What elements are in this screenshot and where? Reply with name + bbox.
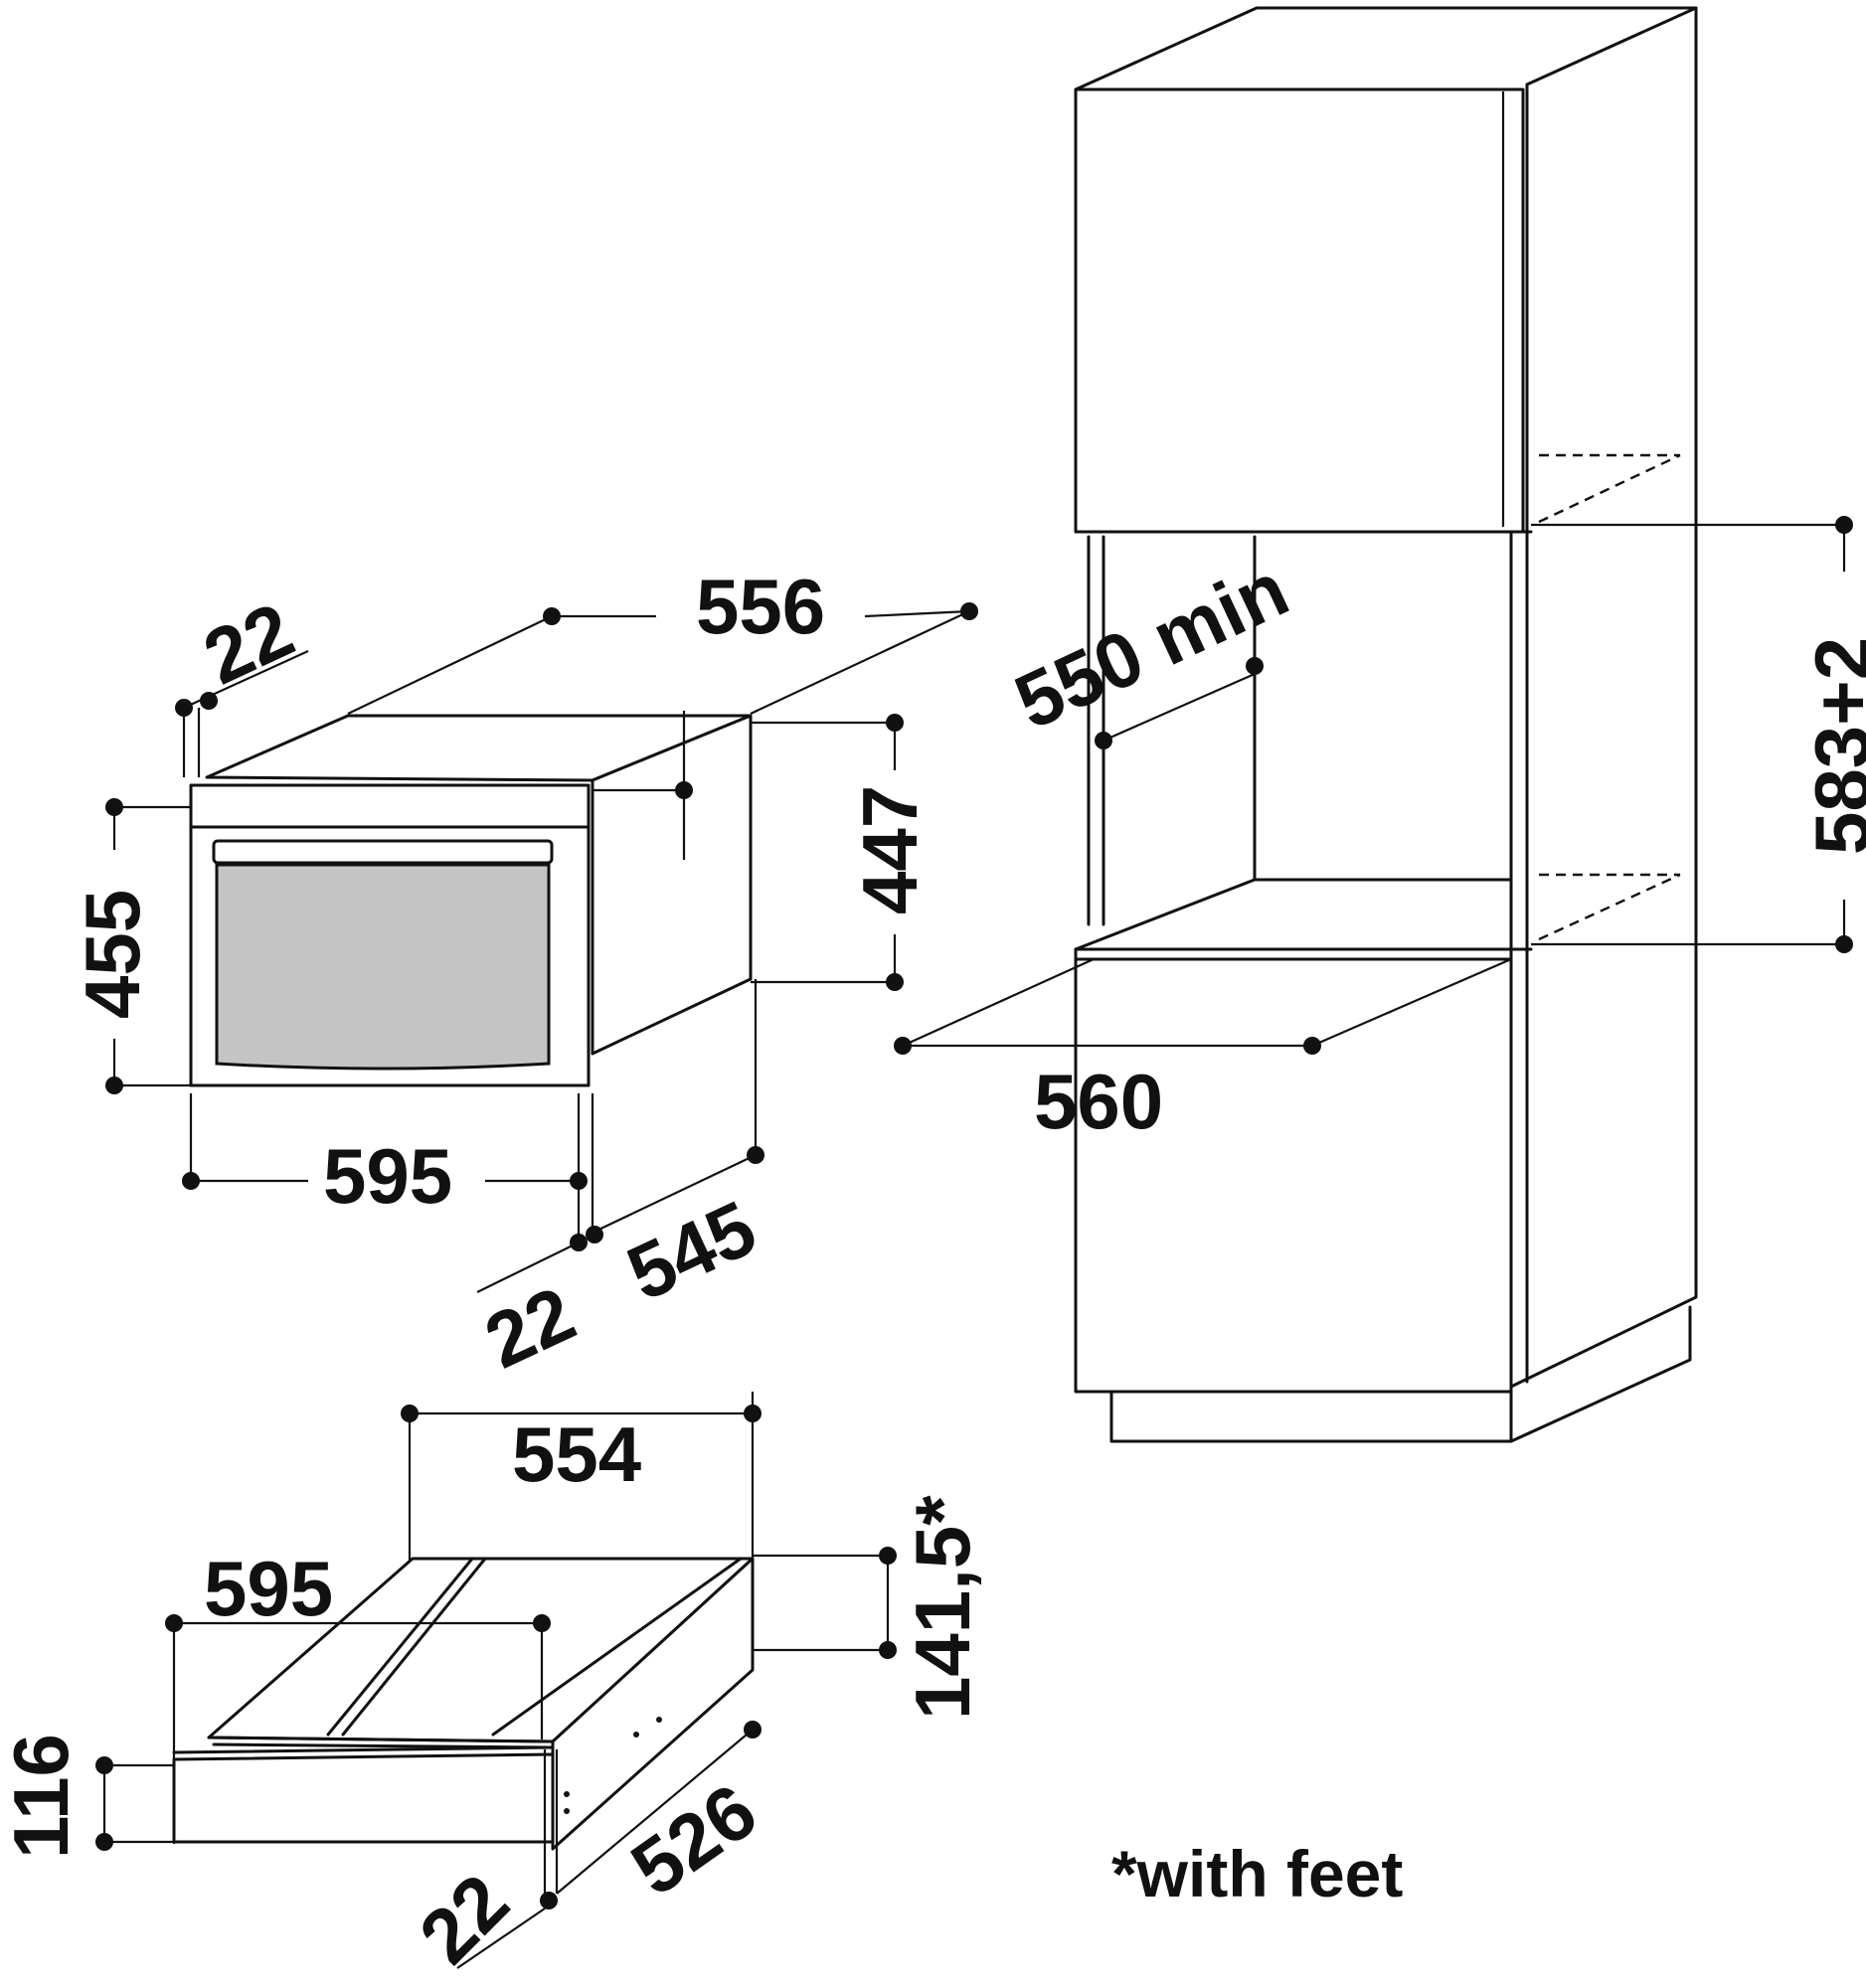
label-niche-height: 583+2	[1798, 637, 1866, 855]
drawer-dimension-lines	[95, 1392, 897, 1969]
label-oven-front-trim-top: 22	[191, 585, 306, 701]
label-oven-body-depth: 545	[614, 1184, 768, 1318]
oven-drawing	[189, 714, 753, 1087]
label-oven-front-width: 595	[323, 1132, 452, 1220]
drawer-drawing	[172, 1557, 755, 1851]
label-niche-width: 560	[1034, 1058, 1163, 1145]
footnote-with-feet: *with feet	[1111, 1837, 1403, 1910]
label-drawer-front-height: 116	[0, 1734, 85, 1859]
label-oven-depth-top: 556	[696, 563, 825, 650]
cabinet-drawing	[1074, 6, 1698, 1443]
label-drawer-body-width: 554	[512, 1410, 641, 1498]
label-drawer-body-depth: 526	[615, 1766, 771, 1912]
label-drawer-front-width: 595	[204, 1545, 333, 1632]
niche-dimension-lines	[894, 516, 1853, 1055]
label-drawer-height-with-feet: 141,5*	[899, 1495, 986, 1720]
label-drawer-front-trim: 22	[403, 1857, 526, 1980]
oven-dimension-lines	[105, 602, 978, 1293]
label-oven-overall-height: 455	[69, 890, 156, 1019]
label-oven-cavity-height: 447	[846, 785, 933, 914]
